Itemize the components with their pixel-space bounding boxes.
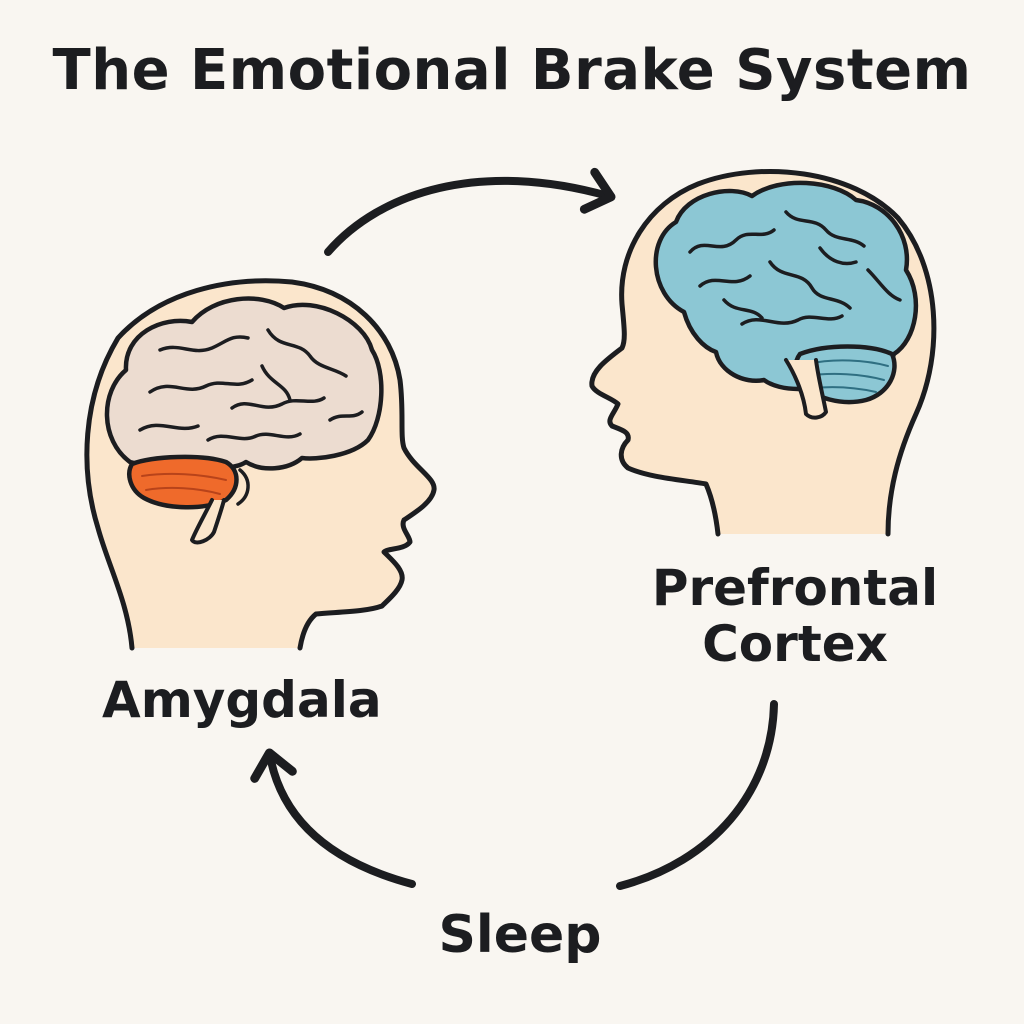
right-brainstem [784,358,828,420]
diagram-title: The Emotional Brake System [52,38,972,103]
amygdala-stripes [141,472,227,495]
prefrontal-label-line1: Prefrontal [651,559,939,617]
amygdala-label: Amygdala [102,671,382,729]
arrow-amygdala-to-prefrontal [324,167,616,256]
sleep-label: Sleep [438,905,602,965]
left-brainstem [190,498,226,545]
left-brainstem-inner [236,468,250,506]
prefrontal-head [589,169,937,537]
arrow-prefrontal-to-sleep [616,700,778,890]
left-brain-folds [138,328,364,442]
prefrontal-cortex-label: Prefrontal Cortex [640,560,950,672]
right-brain-folds [688,210,902,326]
amygdala-head [84,278,437,651]
arrow-sleep-to-amygdala [250,748,416,888]
right-brain-shape [653,180,919,392]
amygdala-highlight [127,454,239,510]
prefrontal-label-line2: Cortex [702,615,888,673]
